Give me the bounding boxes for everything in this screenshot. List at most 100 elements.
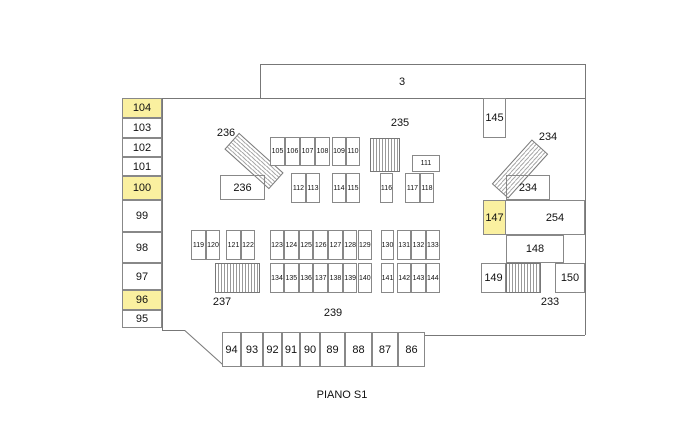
space-number: 93 [245,343,259,356]
parking-space[interactable]: 103 [122,118,162,138]
parking-space[interactable]: 108 [315,137,330,166]
space-number: 140 [359,274,371,282]
wall [585,64,586,335]
parking-space[interactable]: 130 [381,230,394,260]
zone-239-label: 239 [323,307,343,319]
parking-space[interactable]: 129 [357,230,373,260]
space-number: 94 [225,343,238,356]
parking-space[interactable]: 94 [222,332,241,367]
parking-space[interactable]: 141 [381,263,394,293]
space-number: 107 [301,148,314,155]
parking-space[interactable]: 104 [122,98,162,118]
stair-237 [215,263,260,293]
parking-space[interactable]: 95 [122,310,162,328]
parking-space[interactable]: 125 [298,230,314,260]
parking-space[interactable]: 90 [300,332,320,367]
space-number: 129 [359,241,371,249]
parking-space[interactable]: 105 [270,137,285,166]
parking-space[interactable]: 138 [328,263,343,293]
wall [184,330,224,366]
parking-space[interactable]: 124 [284,230,299,260]
stair-233 [506,263,541,293]
parking-space[interactable]: 140 [357,263,373,293]
parking-space[interactable]: 89 [320,332,345,367]
parking-space[interactable]: 111 [412,155,440,172]
parking-space[interactable]: 87 [372,332,398,367]
parking-space[interactable]: 142 [397,263,412,293]
parking-space[interactable]: 121 [226,230,241,260]
parking-space[interactable]: 127 [328,230,343,260]
parking-space[interactable]: 96 [122,290,162,310]
space-number: 139 [344,274,356,282]
parking-space[interactable]: 120 [206,230,220,260]
space-number: 120 [207,241,219,249]
parking-space[interactable]: 137 [313,263,329,293]
parking-space[interactable]: 102 [122,138,162,157]
space-number: 98 [135,241,149,254]
wall [260,64,261,98]
parking-space[interactable]: 143 [411,263,426,293]
space-number: 105 [271,148,284,155]
parking-space[interactable]: 126 [313,230,329,260]
parking-space[interactable]: 123 [270,230,284,260]
space-number: 96 [135,294,149,306]
zone-254-label: 254 [545,211,565,224]
space-number: 118 [421,184,433,192]
parking-space[interactable]: 109 [332,137,346,166]
parking-space[interactable]: 100 [122,176,162,200]
parking-space[interactable]: 88 [345,332,372,367]
stair-234-label: 234 [538,131,558,143]
parking-space[interactable]: 145 [483,98,506,138]
parking-space[interactable]: 128 [342,230,358,260]
parking-space[interactable]: 93 [241,332,263,367]
parking-space[interactable]: 122 [241,230,255,260]
zone-236-label: 236 [233,181,252,194]
space-number: 143 [412,274,425,282]
parking-space[interactable]: 107 [300,137,315,166]
parking-space[interactable]: 92 [263,332,282,367]
parking-space[interactable]: 113 [306,173,320,203]
parking-space[interactable]: 110 [346,137,360,166]
parking-space[interactable]: 149 [481,263,506,293]
parking-space[interactable]: 119 [191,230,206,260]
parking-space[interactable]: 144 [425,263,440,293]
parking-space[interactable]: 118 [420,173,434,203]
parking-space[interactable]: 116 [380,173,393,203]
parking-space[interactable]: 97 [122,263,162,290]
space-number: 109 [333,148,345,155]
parking-space[interactable]: 115 [346,173,360,203]
parking-space[interactable]: 98 [122,232,162,263]
parking-space[interactable]: 134 [270,263,284,293]
space-number: 133 [426,241,439,249]
space-number: 141 [381,274,394,282]
parking-space[interactable]: 147 [483,200,506,235]
space-number: 148 [525,243,545,255]
parking-space[interactable]: 139 [342,263,358,293]
parking-space[interactable]: 117 [405,173,420,203]
space-number: 117 [406,184,419,192]
space-number: 127 [329,241,342,249]
space-number: 99 [135,210,149,222]
space-number: 134 [271,274,283,282]
space-number: 97 [135,270,149,283]
parking-space[interactable]: 133 [425,230,440,260]
floor-label: PIANO S1 [316,389,368,401]
parking-space[interactable]: 114 [332,173,346,203]
parking-space[interactable]: 99 [122,200,162,232]
parking-space[interactable]: 136 [298,263,314,293]
parking-space[interactable]: 150 [555,263,585,293]
parking-space[interactable]: 101 [122,157,162,176]
parking-space[interactable]: 91 [282,332,300,367]
parking-space[interactable]: 112 [291,173,306,203]
parking-space[interactable]: 86 [398,332,425,367]
parking-space[interactable]: 131 [397,230,412,260]
space-number: 112 [292,184,305,192]
parking-space[interactable]: 135 [284,263,299,293]
space-number: 89 [326,343,339,356]
space-number: 124 [285,241,298,249]
space-number: 126 [314,241,327,249]
parking-space[interactable]: 132 [411,230,426,260]
parking-space[interactable]: 148 [506,235,564,263]
space-number: 145 [485,112,504,124]
parking-space[interactable]: 106 [285,137,300,166]
